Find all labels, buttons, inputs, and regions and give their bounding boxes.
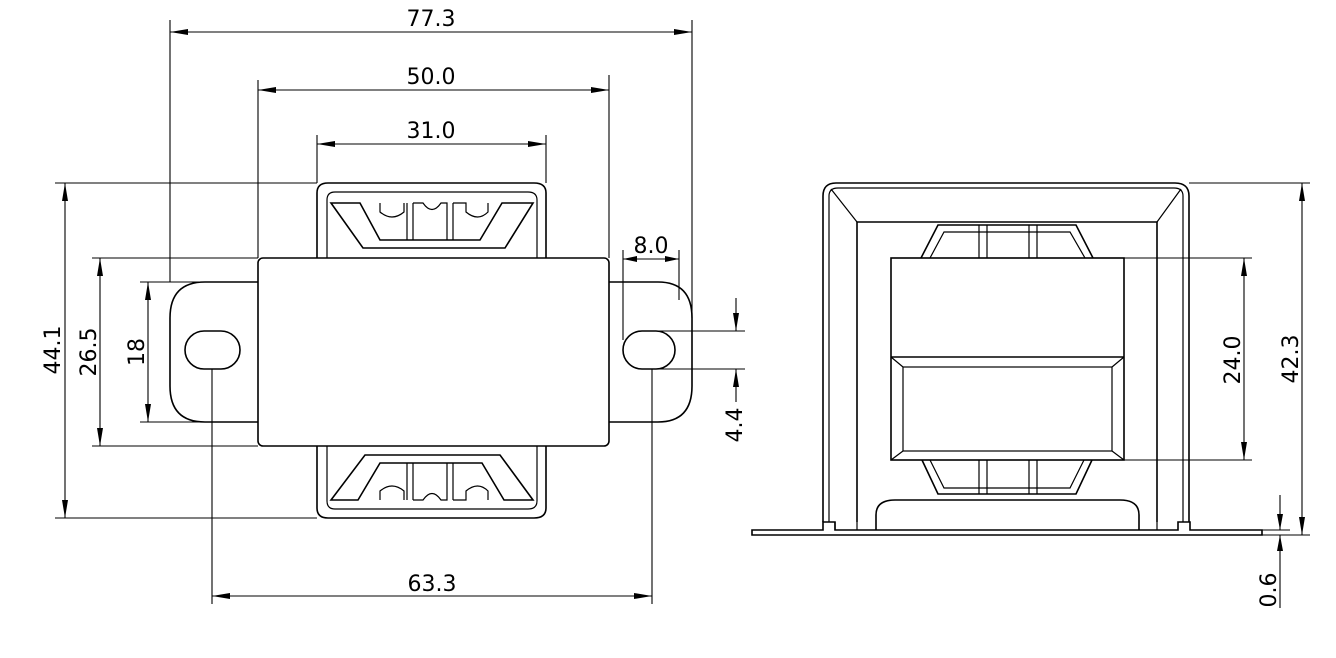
core-height-label: 26.5	[77, 328, 102, 377]
slot-height-label: 4.4	[723, 408, 748, 443]
dimension-tab-height: 18	[125, 281, 205, 423]
dimension-bobbin-width: 31.0	[316, 119, 547, 183]
dimension-tab-width: 8.0	[622, 234, 680, 340]
side-core	[890, 257, 1125, 461]
front-core	[257, 257, 610, 447]
dimension-side-core-height: 24.0	[1124, 257, 1252, 461]
dimension-base-thickness: 0.6	[1257, 495, 1290, 608]
bottom-bobbin	[316, 446, 547, 519]
dimension-slot-height: 4.4	[658, 298, 748, 443]
side-view	[751, 182, 1263, 536]
base-plate	[751, 521, 1263, 536]
dimension-core-height: 26.5	[77, 257, 258, 447]
side-frame	[822, 182, 1190, 522]
base-thickness-label: 0.6	[1257, 573, 1282, 608]
top-bobbin	[316, 182, 547, 258]
dimension-mount-pitch: 63.3	[211, 369, 653, 604]
left-mounting-slot	[184, 330, 241, 370]
overall-height-label: 44.1	[41, 326, 66, 375]
core-width-label: 50.0	[407, 65, 456, 90]
dimension-overall-width: 77.3	[169, 7, 693, 318]
right-mounting-tab	[609, 281, 693, 423]
dimension-side-height: 42.3	[1189, 182, 1310, 536]
tab-width-label: 8.0	[634, 234, 669, 259]
left-mounting-tab	[169, 281, 258, 423]
tab-height-label: 18	[125, 338, 150, 366]
side-core-height-label: 24.0	[1221, 336, 1246, 385]
front-view	[169, 182, 693, 519]
mount-pitch-label: 63.3	[408, 572, 457, 597]
dimension-core-width: 50.0	[257, 65, 610, 258]
bobbin-width-label: 31.0	[407, 119, 456, 144]
side-height-label: 42.3	[1279, 335, 1304, 384]
right-mounting-slot	[622, 330, 676, 370]
dimension-overall-height: 44.1	[41, 182, 317, 519]
overall-width-label: 77.3	[407, 7, 456, 32]
